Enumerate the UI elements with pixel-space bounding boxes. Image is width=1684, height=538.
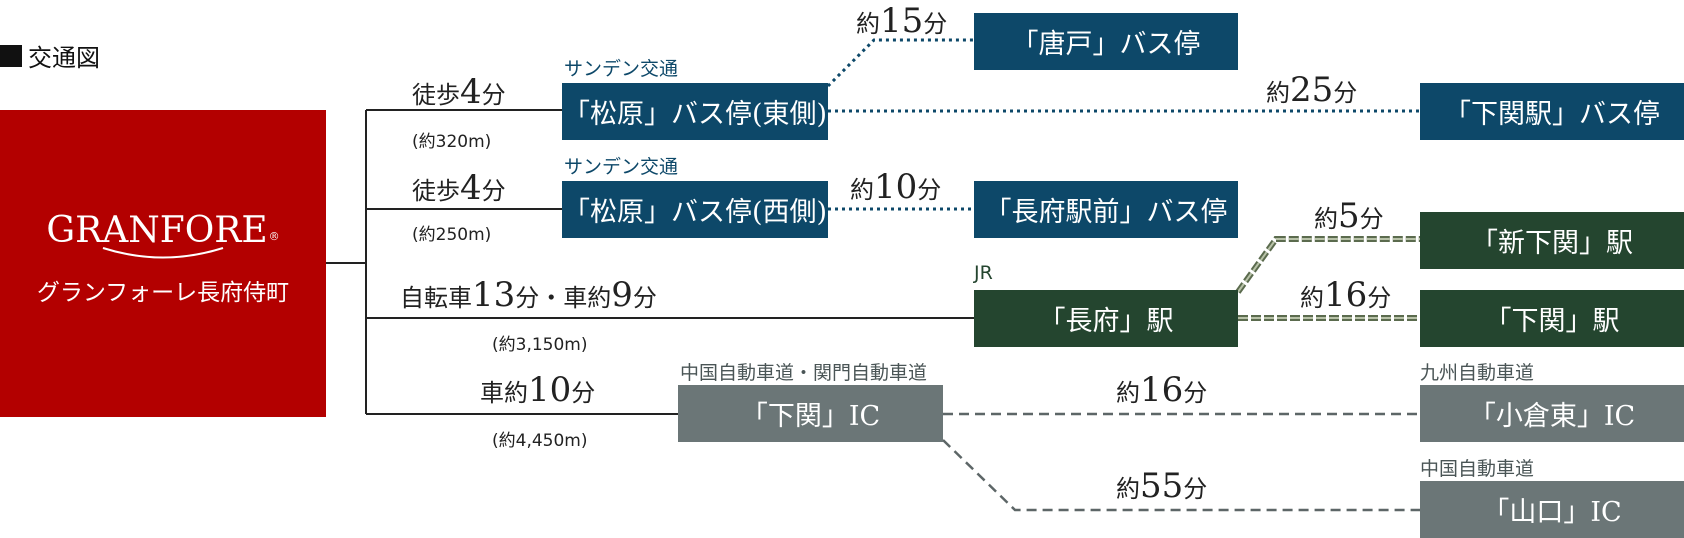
station-chofu: 「長府」駅 <box>974 290 1238 347</box>
title-square-icon <box>0 44 22 67</box>
station-matsubara-east: 「松原」バス停(東側) <box>562 83 828 140</box>
route-2-time: 徒歩4分 <box>412 168 506 208</box>
time-to-shimonoseki-bus: 約25分 <box>1266 70 1358 110</box>
logo-swash-icon <box>102 247 224 259</box>
rail-line-shin-shimonoseki-hl <box>1237 238 1420 293</box>
station-shimonoseki-bus: 「下関駅」バス停 <box>1420 83 1684 140</box>
ic-shimonoseki: 「下関」IC <box>678 385 943 442</box>
road-line-yamaguchi <box>942 439 1420 512</box>
bus-line-karato <box>826 38 974 88</box>
route-4-distance: (約4,450m) <box>492 431 588 451</box>
operator-chugoku: 中国自動車道 <box>1420 458 1535 480</box>
station-shimonoseki: 「下関」駅 <box>1420 290 1684 347</box>
property-name: グランフォーレ長府侍町 <box>36 280 290 306</box>
operator-kyushu: 九州自動車道 <box>1420 362 1535 384</box>
operator-jr: JR <box>974 262 993 284</box>
station-chofu-ekimae: 「長府駅前」バス停 <box>974 181 1238 238</box>
route-3-time: 自転車13分・車約9分 <box>400 275 657 315</box>
time-to-kokura-higashi: 約16分 <box>1116 370 1208 410</box>
station-karato: 「唐戸」バス停 <box>974 13 1238 70</box>
time-to-shin-shimonoseki: 約5分 <box>1314 196 1384 236</box>
route-1-time: 徒歩4分 <box>412 72 506 112</box>
route-3-distance: (約3,150m) <box>492 335 588 355</box>
ic-yamaguchi: 「山口」IC <box>1420 481 1684 538</box>
time-to-yamaguchi: 約55分 <box>1116 466 1208 506</box>
station-matsubara-west: 「松原」バス停(西側) <box>562 181 828 238</box>
ic-kokura-higashi: 「小倉東」IC <box>1420 385 1684 442</box>
time-to-chofu-ekimae: 約10分 <box>850 167 942 207</box>
operator-bus-west: サンデン交通 <box>564 156 679 178</box>
diagram-title: 交通図 <box>0 38 100 73</box>
route-1-distance: (約320m) <box>412 132 492 152</box>
time-to-shimonoseki: 約16分 <box>1300 275 1392 315</box>
route-4-time: 車約10分 <box>480 370 596 410</box>
time-to-karato: 約15分 <box>856 1 948 41</box>
operator-expressway: 中国自動車道・関門自動車道 <box>680 362 928 384</box>
station-shin-shimonoseki: 「新下関」駅 <box>1420 212 1684 269</box>
logo-text: GRANFORE <box>46 210 268 251</box>
operator-bus-east: サンデン交通 <box>564 58 679 80</box>
granfore-logo: GRANFORE® <box>46 210 279 251</box>
registered-mark: ® <box>268 230 280 243</box>
route-2-distance: (約250m) <box>412 225 492 245</box>
title-text: 交通図 <box>28 44 100 72</box>
origin-block: GRANFORE® グランフォーレ長府侍町 <box>0 110 326 417</box>
